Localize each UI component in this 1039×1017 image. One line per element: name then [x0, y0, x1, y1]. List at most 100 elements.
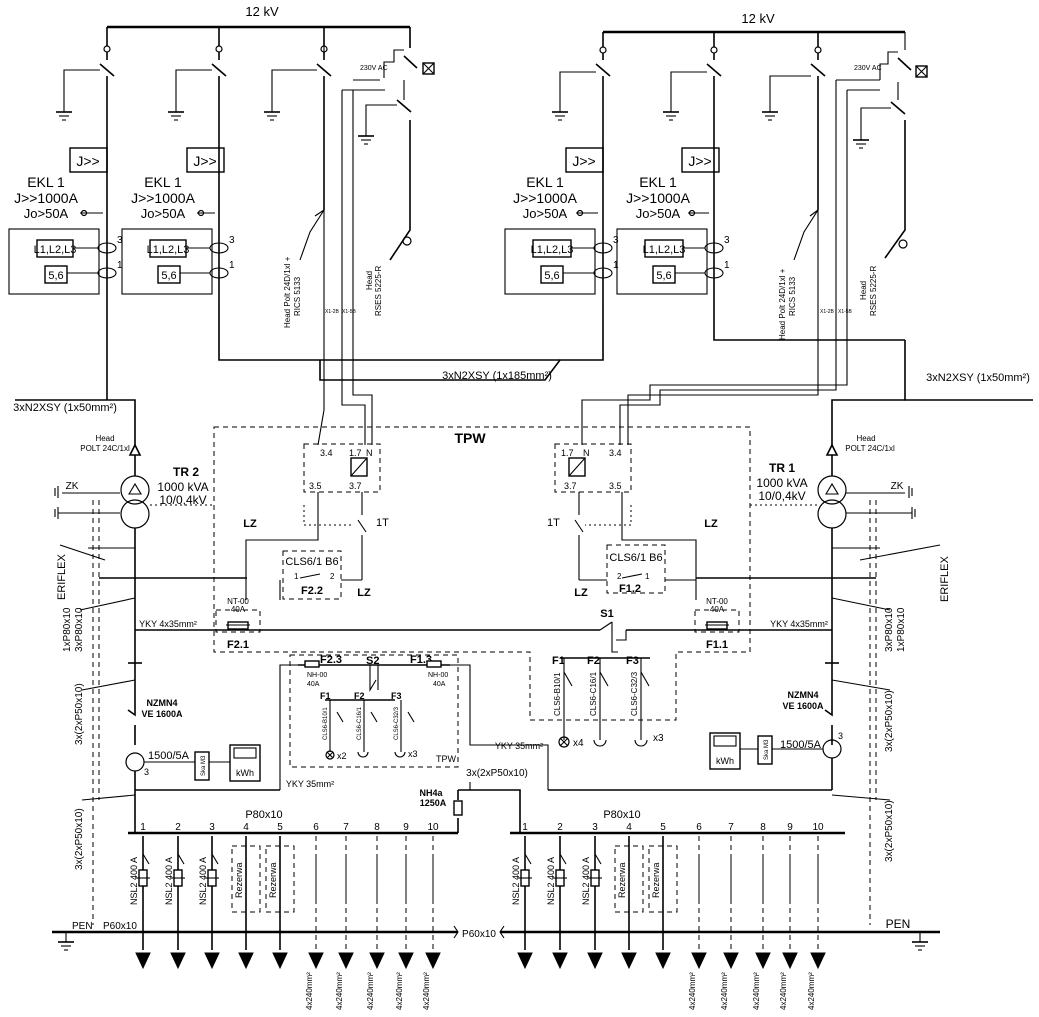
ekl-name-4: EKL 1: [639, 174, 677, 190]
head-rses-label-right: Head: [859, 281, 868, 300]
lz-left-bottom: LZ: [357, 587, 371, 599]
feeder-arrow-0-8: [369, 952, 385, 970]
bus-right-c: 3x(2xP50x10): [884, 690, 895, 752]
x1-2b-right: X1-2B: [820, 309, 835, 315]
kwh-right: kWh: [716, 756, 734, 766]
relay-symbol-1: J>>: [76, 153, 99, 169]
lz-right-top: LZ: [704, 518, 718, 530]
feeder-arrow-0-7: [338, 952, 354, 970]
relay-symbol-3: J>>: [572, 153, 595, 169]
feeder-number-1-8: 8: [760, 822, 766, 833]
feeder-arrow-0-10: [425, 952, 441, 970]
x1-5b-left: X1-5B: [342, 309, 357, 315]
feeder-arrow-1-4: [621, 952, 637, 970]
ska-right: Ska M3: [764, 739, 770, 760]
contact-3-5-left: 3.5: [309, 481, 322, 491]
feeder-switch-0-2: [177, 853, 185, 865]
ac-label-right: 230V AC: [854, 65, 882, 72]
feeder-switch-0-1: [142, 853, 150, 865]
feeder-number-0-10: 10: [427, 822, 439, 833]
feeder-arrow-1-1: [517, 952, 533, 970]
pen-left: PEN: [72, 921, 93, 932]
relay-box-3b: 5,6: [544, 270, 559, 282]
yky-right: YKY 4x35mm²: [770, 619, 828, 629]
feeder-switch-0-3: [211, 853, 219, 865]
feeder-number-1-5: 5: [660, 822, 666, 833]
cls-small-2: CLS6-C16/1: [589, 671, 598, 716]
relay-symbol-2: J>>: [193, 153, 216, 169]
yky-left: YKY 4x35mm²: [139, 619, 197, 629]
ska-left: Ska M3: [201, 755, 207, 776]
tr2-power: 1000 kVA: [157, 480, 208, 494]
relay-box-2a: L1,L2,L3: [147, 244, 190, 256]
ekl-setting-4b: Jo>50A: [636, 206, 681, 221]
f3-small-label: F3: [391, 691, 402, 701]
cable-label-0-9: 4x240mm²: [395, 972, 404, 1010]
bus-left-c: 3x(2xP50x10): [74, 683, 85, 745]
feeder-arrow-0-4: [238, 952, 254, 970]
hv-section-left: 12 kV J>> J>> EKL 1 J>>1000A Jo>50A EKL …: [8, 4, 560, 445]
feeder-number-0-3: 3: [209, 822, 215, 833]
nzmn-left-name: NZMN4: [147, 698, 178, 708]
transformer-tr1: Head POLT 24C/1xl TR 1 1000 kVA 10/0,4kV…: [750, 434, 916, 529]
ekl-setting-4a: J>>1000A: [626, 190, 690, 206]
zk-right: ZK: [891, 481, 904, 492]
contact-3-5-right: 3.5: [609, 481, 622, 491]
reserve-box-0-5: [265, 845, 295, 913]
feeder-arrow-0-6: [308, 952, 324, 970]
pen-right: PEN: [886, 917, 911, 931]
lamp-count-right: x4: [573, 738, 584, 749]
feeder-arrow-0-1: [135, 952, 151, 970]
feeder-number-0-4: 4: [243, 822, 249, 833]
contact-n-left: N: [366, 448, 373, 458]
head-polt-label-left: Head Polt 24D/1xl +: [283, 256, 292, 328]
cls-small-4: CLS6-B10/1: [323, 707, 329, 740]
feeder-switch-1-1: [524, 853, 532, 865]
feeder-arrow-0-9: [398, 952, 414, 970]
ct-num-2a: 3: [229, 235, 235, 246]
pen-bar-mid: P60x10: [462, 929, 496, 940]
cable-hv-left: 3xN2XSY (1x50mm²): [13, 402, 117, 414]
relay-symbol-4: J>>: [688, 153, 711, 169]
lz-right-bottom: LZ: [574, 587, 588, 599]
reserve-label-0-5: Rezerwa: [268, 862, 278, 898]
ekl-setting-3b: Jo>50A: [523, 206, 568, 221]
feeder-number-0-5: 5: [277, 822, 283, 833]
f2-label: F2: [587, 655, 600, 667]
ekl-name-1: EKL 1: [27, 174, 65, 190]
coupler-link: 3x(2xP50x10): [466, 768, 528, 779]
cable-hv-right: 3xN2XSY (1x50mm²): [926, 372, 1030, 384]
cls-left-name: F2.2: [301, 585, 323, 597]
feeder-arrow-1-10: [810, 952, 826, 970]
feeder-number-1-2: 2: [557, 822, 563, 833]
cable-label-1-9: 4x240mm²: [779, 972, 788, 1010]
contact-3-7-left: 3.7: [349, 481, 362, 491]
feeder-number-0-6: 6: [313, 822, 319, 833]
tr2-ratio: 10/0,4kV: [159, 493, 206, 507]
feeder-arrow-1-7: [723, 952, 739, 970]
rses-label-left: RSES 5225-R: [374, 266, 383, 316]
f2-small-label: F2: [354, 691, 365, 701]
eriflex-left: ERIFLEX: [56, 553, 68, 600]
f1-small-label: F1: [320, 691, 331, 701]
feeder-arrow-1-3: [587, 952, 603, 970]
contact-3-7-right: 3.7: [564, 481, 577, 491]
feeder-arrow-0-3: [204, 952, 220, 970]
ekl-setting-2b: Jo>50A: [141, 206, 186, 221]
nsl-label-1-3: NSL2 400 A: [581, 857, 591, 905]
head-polt-right-2: POLT 24C/1xl: [845, 444, 895, 453]
feeder-arrow-0-5: [272, 952, 288, 970]
feeder-arrow-1-5: [655, 952, 671, 970]
contact-1-7-right: 1.7: [561, 448, 574, 458]
feeder-number-1-1: 1: [522, 822, 528, 833]
ct-right: 1500/5A: [780, 739, 822, 751]
reserve-box-0-4: [231, 845, 261, 913]
tr1-power: 1000 kVA: [756, 476, 807, 490]
ekl-setting-3a: J>>1000A: [513, 190, 577, 206]
cable-label-1-10: 4x240mm²: [807, 972, 816, 1010]
head-polt-right-1: Head: [856, 434, 875, 443]
reserve-box-1-5: [648, 845, 678, 913]
